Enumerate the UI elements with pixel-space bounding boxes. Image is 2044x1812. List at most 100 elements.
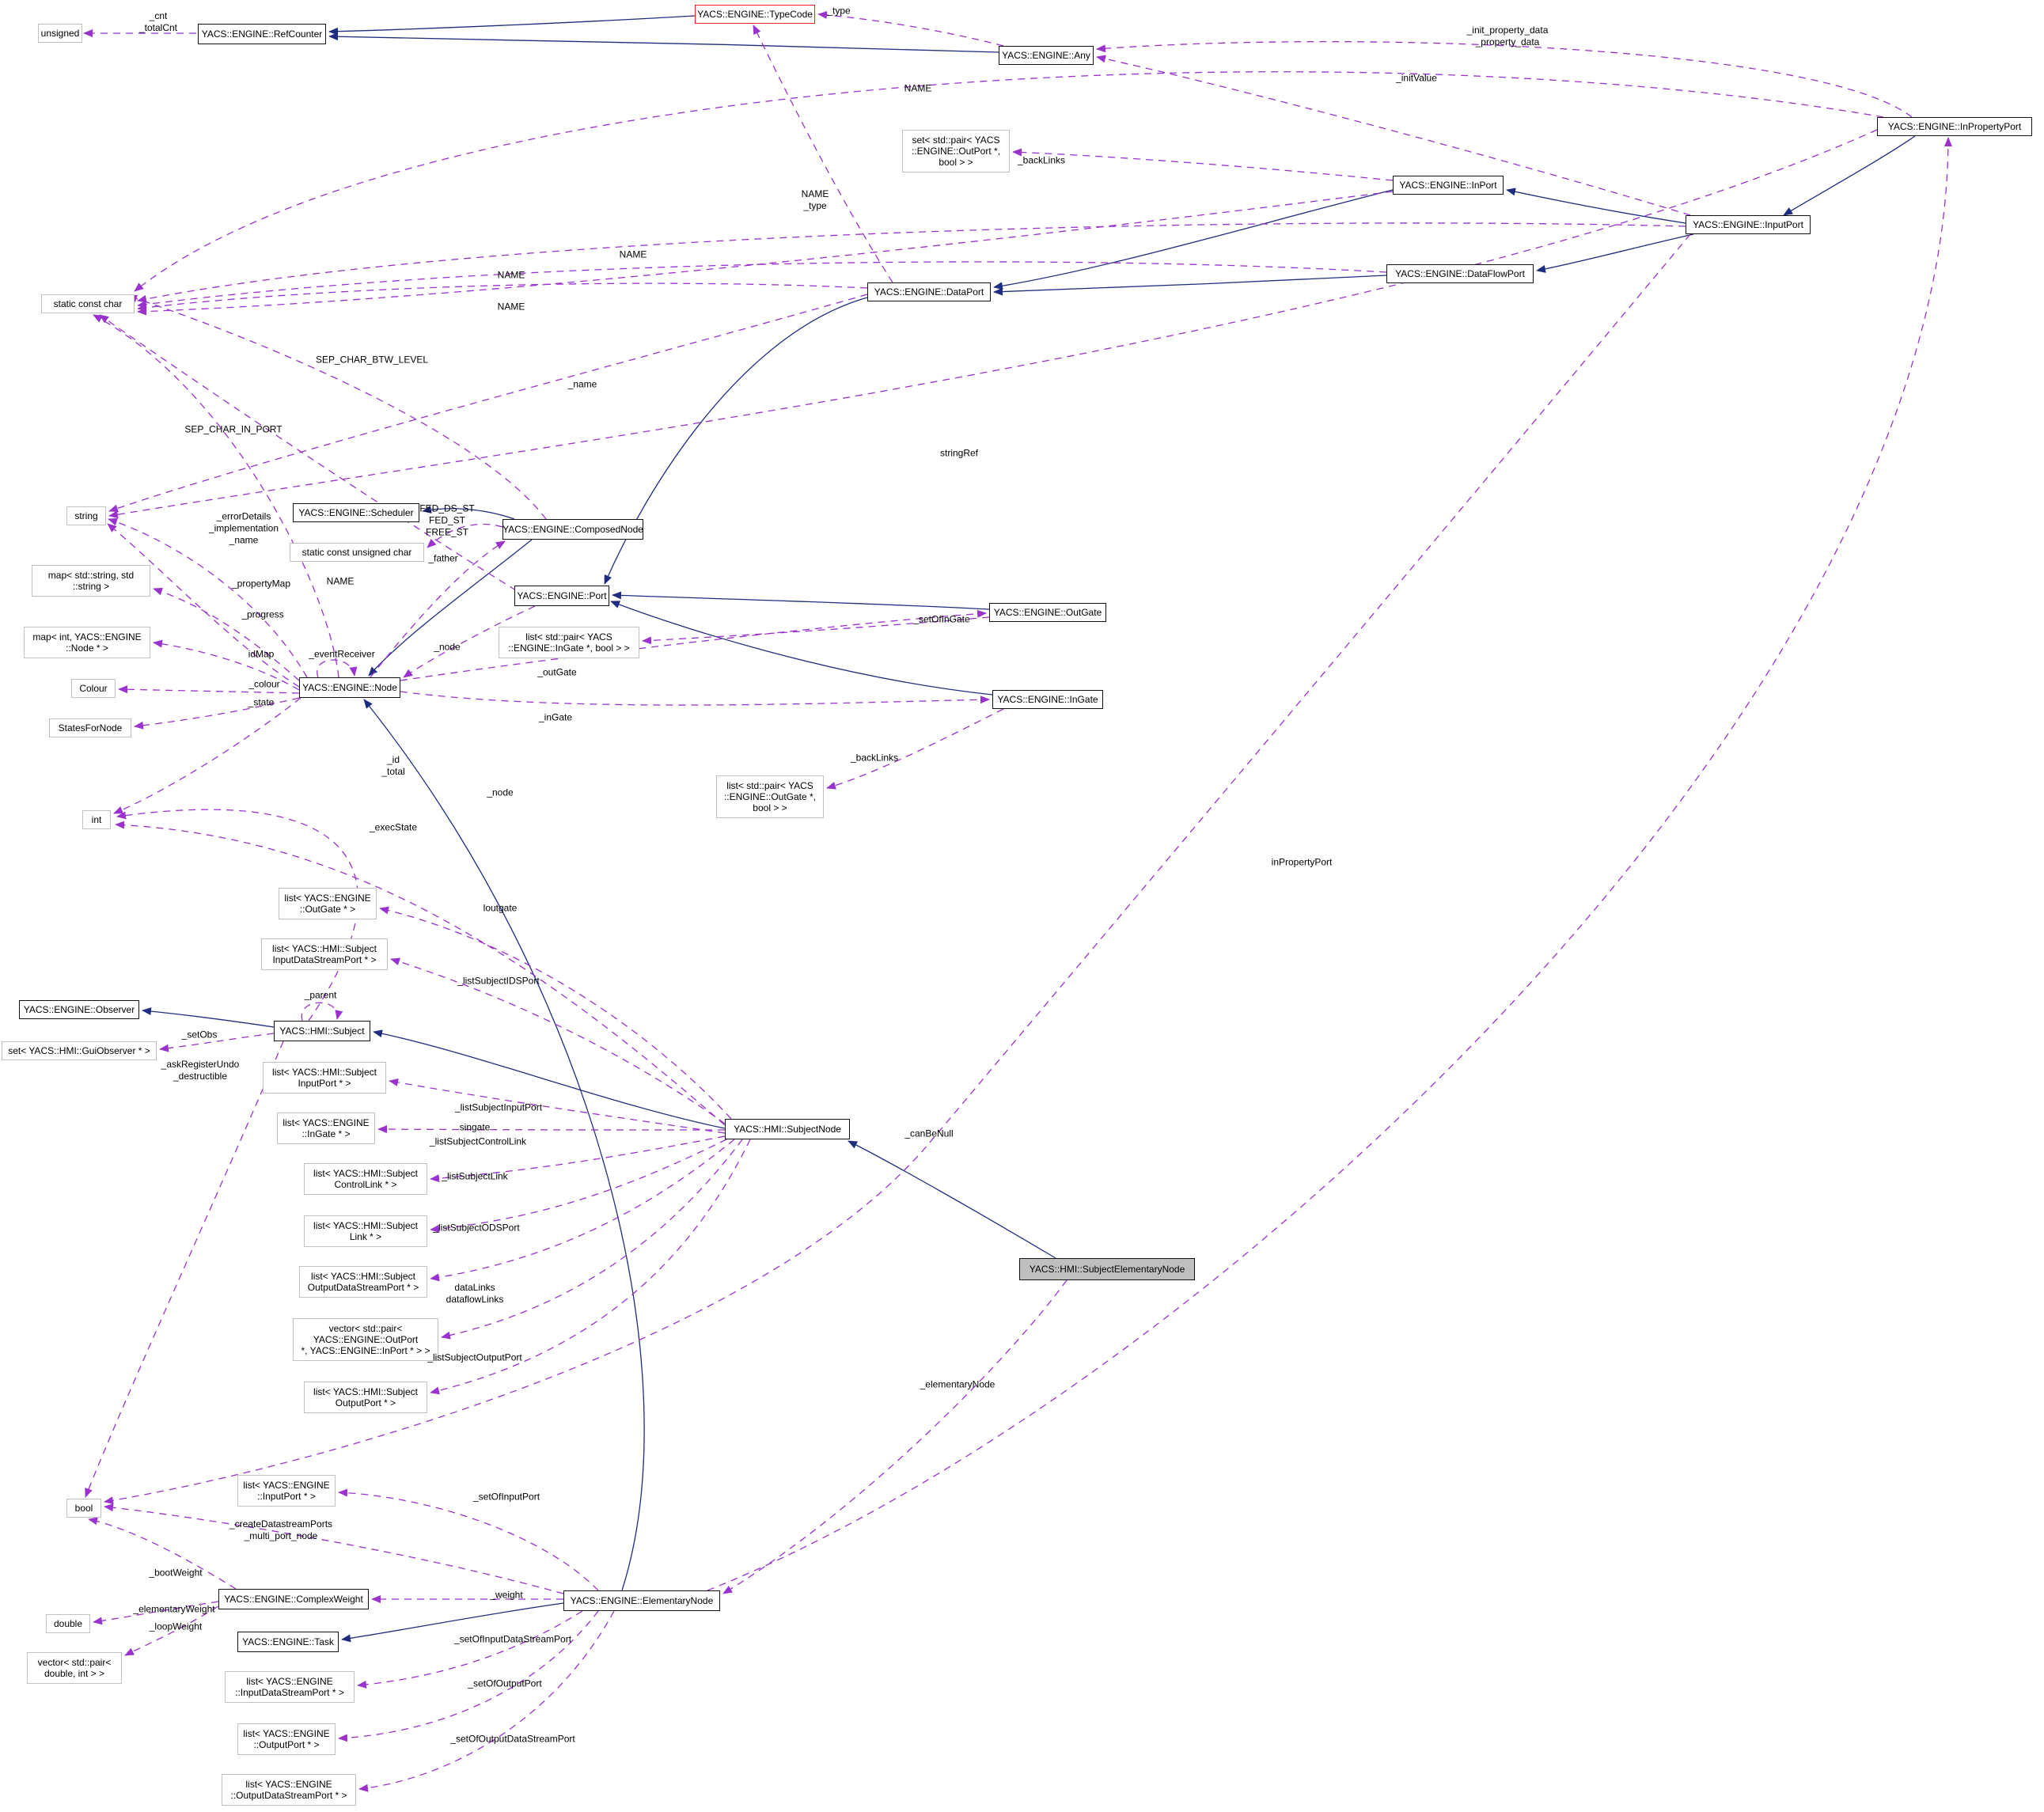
inheritance-edge xyxy=(612,591,990,610)
node-colour[interactable]: Colour xyxy=(71,679,116,698)
member-edge xyxy=(104,1503,564,1594)
edge-label: _setOfInGate xyxy=(913,613,970,625)
inheritance-edge xyxy=(1506,188,1686,224)
node-subject-controllink-list[interactable]: list< YACS::HMI::Subject ControlLink * > xyxy=(304,1163,427,1195)
node-outgate-ptr-list[interactable]: list< YACS::ENGINE ::OutGate * > xyxy=(279,888,377,919)
edge-label: _weight xyxy=(490,1589,523,1601)
member-edge xyxy=(137,282,868,312)
edge-label: _parent xyxy=(304,989,337,1001)
member-edge xyxy=(134,697,300,730)
node-set-outport-bool[interactable]: set< std::pair< YACS ::ENGINE::OutPort *… xyxy=(902,130,1010,172)
node-static-const-char[interactable]: static const char xyxy=(41,294,135,313)
node-inport[interactable]: YACS::ENGINE::InPort xyxy=(1393,176,1504,195)
node-inpropertyport[interactable]: YACS::ENGINE::InPropertyPort xyxy=(1877,117,2032,136)
edge-label: _setOfOutputDataStreamPort xyxy=(450,1733,575,1745)
node-int[interactable]: int xyxy=(82,810,111,829)
edge-label: inPropertyPort xyxy=(1271,856,1333,868)
node-unsigned[interactable]: unsigned xyxy=(38,24,82,43)
node-subjectelementarynode[interactable]: YACS::HMI::SubjectElementaryNode xyxy=(1019,1258,1195,1280)
edge-label: FED_DS_ST FED_ST FREE_ST xyxy=(419,502,475,538)
node-ods-ptr-list[interactable]: list< YACS::ENGINE ::OutputDataStreamPor… xyxy=(222,1774,356,1806)
node-ingate[interactable]: YACS::ENGINE::InGate xyxy=(992,690,1103,709)
member-edge xyxy=(137,261,1387,309)
member-edge xyxy=(370,540,506,678)
member-edge xyxy=(88,1517,237,1590)
edge-label: _propertyMap xyxy=(231,578,291,589)
node-subject-link-list[interactable]: list< YACS::HMI::Subject Link * > xyxy=(304,1215,427,1247)
node-observer[interactable]: YACS::ENGINE::Observer xyxy=(19,1000,139,1019)
edge-label: _progress xyxy=(241,608,284,620)
node-ingate-pair-list[interactable]: list< std::pair< YACS ::ENGINE::InGate *… xyxy=(499,627,639,658)
node-subject-idsport-list[interactable]: list< YACS::HMI::Subject InputDataStream… xyxy=(261,938,388,970)
edge-label: _setOfInputDataStreamPort xyxy=(453,1633,572,1645)
node-elementarynode[interactable]: YACS::ENGINE::ElementaryNode xyxy=(563,1590,720,1611)
edge-label: singate xyxy=(459,1121,491,1133)
node-guiobserver-set[interactable]: set< YACS::HMI::GuiObserver * > xyxy=(2,1041,157,1060)
member-edge xyxy=(338,1610,599,1742)
node-complexweight[interactable]: YACS::ENGINE::ComplexWeight xyxy=(218,1589,369,1609)
member-edge xyxy=(134,71,1884,292)
node-inputport[interactable]: YACS::ENGINE::InputPort xyxy=(1686,215,1811,234)
node-dataflowport[interactable]: YACS::ENGINE::DataFlowPort xyxy=(1386,264,1534,283)
inheritance-edge xyxy=(328,15,696,36)
node-node[interactable]: YACS::ENGINE::Node xyxy=(299,677,400,698)
member-edge xyxy=(430,1139,727,1233)
node-outgate[interactable]: YACS::ENGINE::OutGate xyxy=(989,603,1106,622)
edge-label: _name xyxy=(567,378,597,390)
member-edge xyxy=(427,523,503,548)
node-map-string-string[interactable]: map< std::string, std ::string > xyxy=(32,565,150,597)
edge-label: _createDatastreamPorts _multi_port_node xyxy=(229,1518,333,1541)
member-edge xyxy=(301,1002,343,1022)
node-outputport-ptr-list[interactable]: list< YACS::ENGINE ::OutputPort * > xyxy=(237,1723,336,1755)
node-composednode[interactable]: YACS::ENGINE::ComposedNode xyxy=(502,519,643,540)
member-edge xyxy=(379,906,732,1120)
node-subject-odsport-list[interactable]: list< YACS::HMI::Subject OutputDataStrea… xyxy=(299,1266,427,1298)
node-outgate-pair-list[interactable]: list< std::pair< YACS ::ENGINE::OutGate … xyxy=(716,775,824,818)
node-double-int-vector[interactable]: vector< std::pair< double, int > > xyxy=(27,1652,122,1684)
node-dataport[interactable]: YACS::ENGINE::DataPort xyxy=(867,282,991,301)
node-inputport-ptr-list[interactable]: list< YACS::ENGINE ::InputPort * > xyxy=(237,1475,336,1507)
edge-label: _eventReceiver xyxy=(309,648,375,660)
edge-label: _elementaryWeight xyxy=(133,1603,215,1615)
node-ingate-ptr-list[interactable]: list< YACS::ENGINE ::InGate * > xyxy=(277,1113,375,1144)
node-subject[interactable]: YACS::HMI::Subject xyxy=(274,1021,370,1041)
node-port[interactable]: YACS::ENGINE::Port xyxy=(514,586,609,606)
edge-label: _setOfOutputPort xyxy=(468,1677,542,1689)
member-edge xyxy=(85,1041,284,1498)
node-task[interactable]: YACS::ENGINE::Task xyxy=(237,1632,339,1652)
node-map-int-node[interactable]: map< int, YACS::ENGINE ::Node * > xyxy=(24,627,150,658)
node-outport-inport-vector[interactable]: vector< std::pair< YACS::ENGINE::OutPort… xyxy=(293,1318,438,1361)
node-static-const-uchar[interactable]: static const unsigned char xyxy=(290,543,424,562)
edge-label: _loopWeight xyxy=(149,1621,203,1632)
node-double[interactable]: double xyxy=(46,1614,90,1633)
node-subject-inputport-list[interactable]: list< YACS::HMI::Subject InputPort * > xyxy=(263,1062,386,1094)
edge-label: _initValue xyxy=(1396,72,1437,84)
node-scheduler[interactable]: YACS::ENGINE::Scheduler xyxy=(293,503,419,522)
edge-label: _id _total xyxy=(381,754,405,777)
node-statesfornode[interactable]: StatesForNode xyxy=(49,718,131,737)
edge-label: loutgate xyxy=(483,902,518,914)
edge-label: _bootWeight xyxy=(149,1567,203,1579)
inheritance-edge xyxy=(368,539,533,677)
inheritance-edge xyxy=(1536,233,1694,273)
node-bool[interactable]: bool xyxy=(66,1499,101,1518)
node-subjectnode[interactable]: YACS::HMI::SubjectNode xyxy=(725,1119,850,1139)
member-edge xyxy=(137,222,1686,303)
member-edge xyxy=(124,1605,219,1656)
edge-label: _init_property_data _property_data xyxy=(1466,25,1549,47)
edge-label: _outGate xyxy=(537,666,577,678)
member-edge xyxy=(113,697,301,814)
node-any[interactable]: YACS::ENGINE::Any xyxy=(999,46,1094,65)
edge-label: _listSubjectInputPort xyxy=(454,1101,543,1113)
member-edge xyxy=(104,233,1691,1505)
node-typecode[interactable]: YACS::ENGINE::TypeCode xyxy=(695,5,815,24)
node-subject-outputport-list[interactable]: list< YACS::HMI::Subject OutputPort * > xyxy=(304,1382,427,1413)
node-refcounter[interactable]: YACS::ENGINE::RefCounter xyxy=(198,24,326,44)
member-edge xyxy=(707,137,1952,1591)
member-edge xyxy=(357,1610,583,1689)
member-edge xyxy=(93,314,339,678)
node-ids-ptr-list[interactable]: list< YACS::ENGINE ::InputDataStreamPort… xyxy=(225,1671,355,1703)
node-string[interactable]: string xyxy=(66,506,106,525)
